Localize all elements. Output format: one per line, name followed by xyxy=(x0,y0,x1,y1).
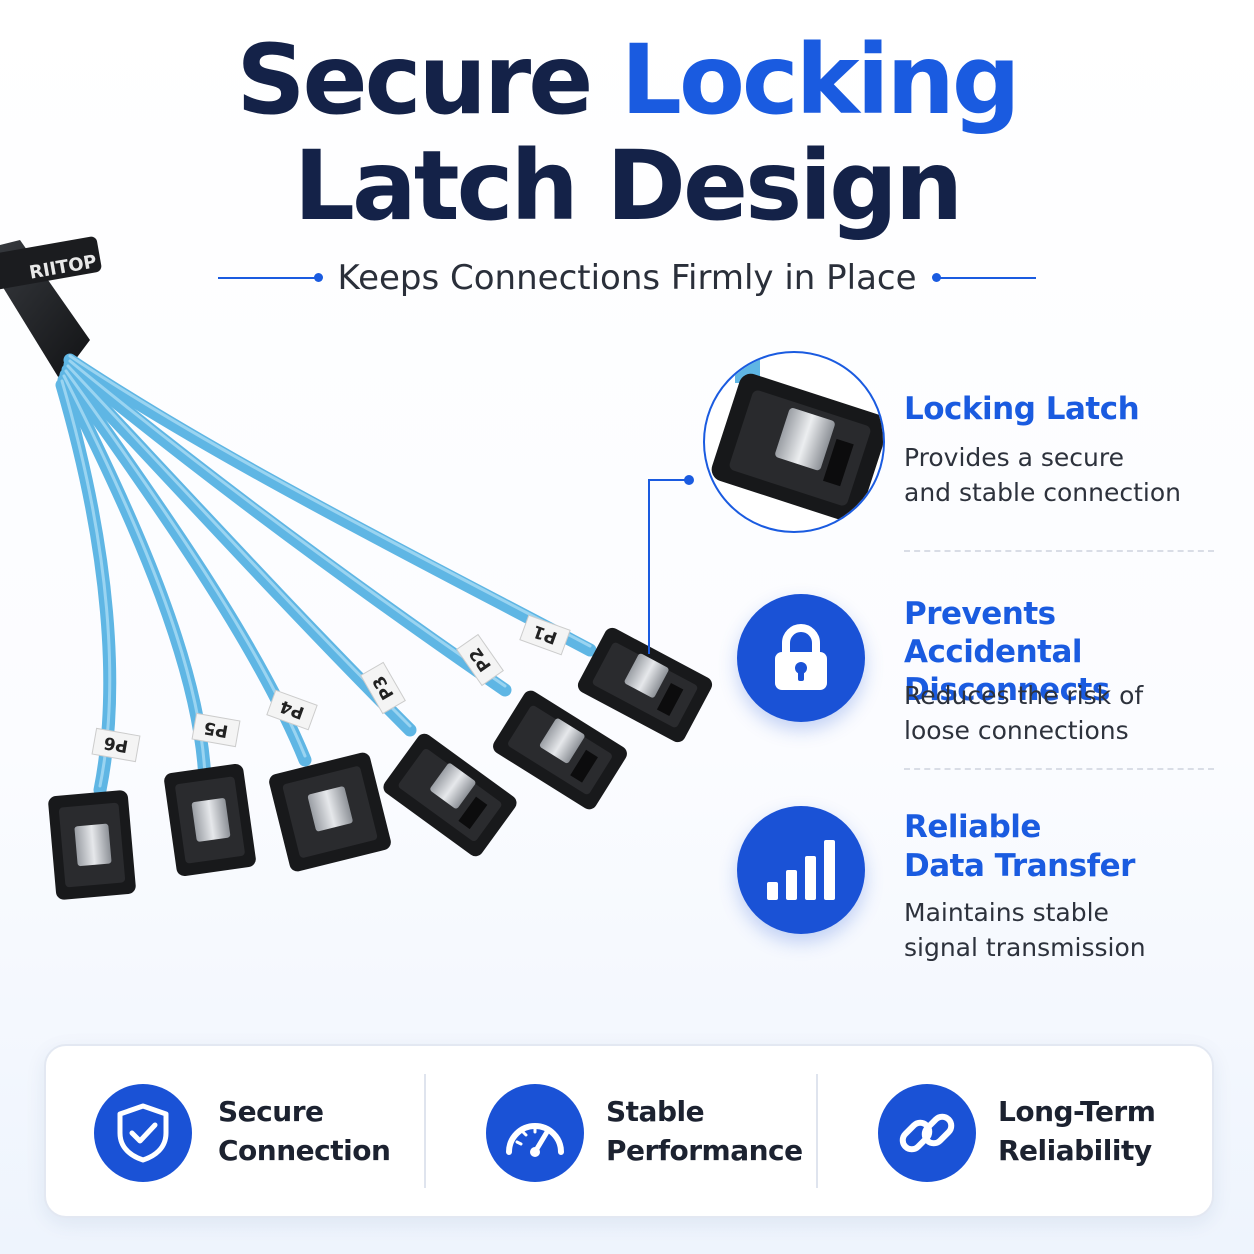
feature-reliable-title-1: Reliable xyxy=(904,809,1041,845)
feature-reliable-desc-1: Maintains stable xyxy=(904,898,1109,927)
signal-icon-badge xyxy=(737,806,865,934)
feature-locking-latch-desc-1: Provides a secure xyxy=(904,443,1124,472)
latch-closeup-image xyxy=(711,353,883,523)
lock-icon-badge xyxy=(737,594,865,722)
badge-longterm-line-1: Long-Term xyxy=(998,1095,1156,1128)
badge-secure-line-1: Secure xyxy=(218,1095,324,1128)
connector-p4 xyxy=(269,752,391,872)
connector-p2 xyxy=(493,690,627,810)
feature-prevents-title-1: Prevents xyxy=(904,596,1056,632)
port-label-p5: P5 xyxy=(202,717,229,741)
benefits-card: Secure Connection Stable Performance Lon… xyxy=(44,1044,1214,1218)
headline-line-2: Latch Design xyxy=(293,130,963,242)
connector-p5 xyxy=(164,763,256,877)
subtitle-rule-right xyxy=(936,277,1036,279)
connector-p6 xyxy=(48,790,136,900)
wire-p3 xyxy=(61,363,417,737)
lock-icon xyxy=(775,624,827,690)
feature-locking-latch-desc-2: and stable connection xyxy=(904,478,1182,507)
shield-check-icon xyxy=(117,1103,169,1163)
badge-stable-line-2: Performance xyxy=(606,1134,803,1167)
badge-long-term-reliability: Long-Term Reliability xyxy=(998,1092,1156,1170)
connector-p3 xyxy=(383,733,517,857)
feature-reliable-title-2: Data Transfer xyxy=(904,848,1135,884)
speedometer-icon xyxy=(506,1123,564,1157)
feature-divider-1 xyxy=(904,550,1214,552)
badge-secure-connection: Secure Connection xyxy=(218,1092,391,1170)
wire-p1 xyxy=(63,353,597,657)
badge-secure-line-2: Connection xyxy=(218,1134,391,1167)
speedometer-badge xyxy=(486,1084,584,1182)
subtitle-dot-left xyxy=(314,273,323,282)
subtitle-rule-left xyxy=(218,277,318,279)
callout-line-horizontal xyxy=(648,479,688,481)
subtitle: Keeps Connections Firmly in Place xyxy=(337,258,917,298)
badge-stable-line-1: Stable xyxy=(606,1095,705,1128)
connector-p1 xyxy=(577,627,713,743)
port-label-p6: P6 xyxy=(102,732,129,756)
headline-line-1: Secure Locking xyxy=(0,20,1254,140)
sata-cable-illustration: RIITOP P1 P2 P3 P4 P5 P6 xyxy=(0,236,713,900)
signal-bars-icon xyxy=(767,840,835,900)
feature-locking-latch-title: Locking Latch xyxy=(904,391,1140,427)
chain-link-icon xyxy=(899,1113,955,1153)
chain-badge xyxy=(878,1084,976,1182)
card-separator-1 xyxy=(424,1074,426,1188)
card-separator-2 xyxy=(816,1074,818,1188)
callout-dot xyxy=(684,475,694,485)
headline-accent: Locking xyxy=(620,24,1021,136)
shield-badge xyxy=(94,1084,192,1182)
feature-prevents-desc-2: loose connections xyxy=(904,716,1129,745)
badge-stable-performance: Stable Performance xyxy=(606,1092,803,1170)
headline-prefix: Secure xyxy=(236,24,593,136)
feature-divider-2 xyxy=(904,768,1214,770)
feature-prevents-desc-1: Reduces the risk of xyxy=(904,681,1144,710)
port-labels: P1 P2 P3 P4 P5 P6 xyxy=(91,614,571,763)
wire-p2 xyxy=(63,358,512,697)
sata-connectors xyxy=(48,627,713,900)
connector-zoom-circle xyxy=(703,351,885,533)
feature-prevents-title-2: Accidental Disconnects xyxy=(904,634,1110,708)
badge-longterm-line-2: Reliability xyxy=(998,1134,1152,1167)
brand-band xyxy=(0,236,102,290)
feature-reliable-desc-2: signal transmission xyxy=(904,933,1146,962)
callout-line-vertical xyxy=(648,479,650,654)
